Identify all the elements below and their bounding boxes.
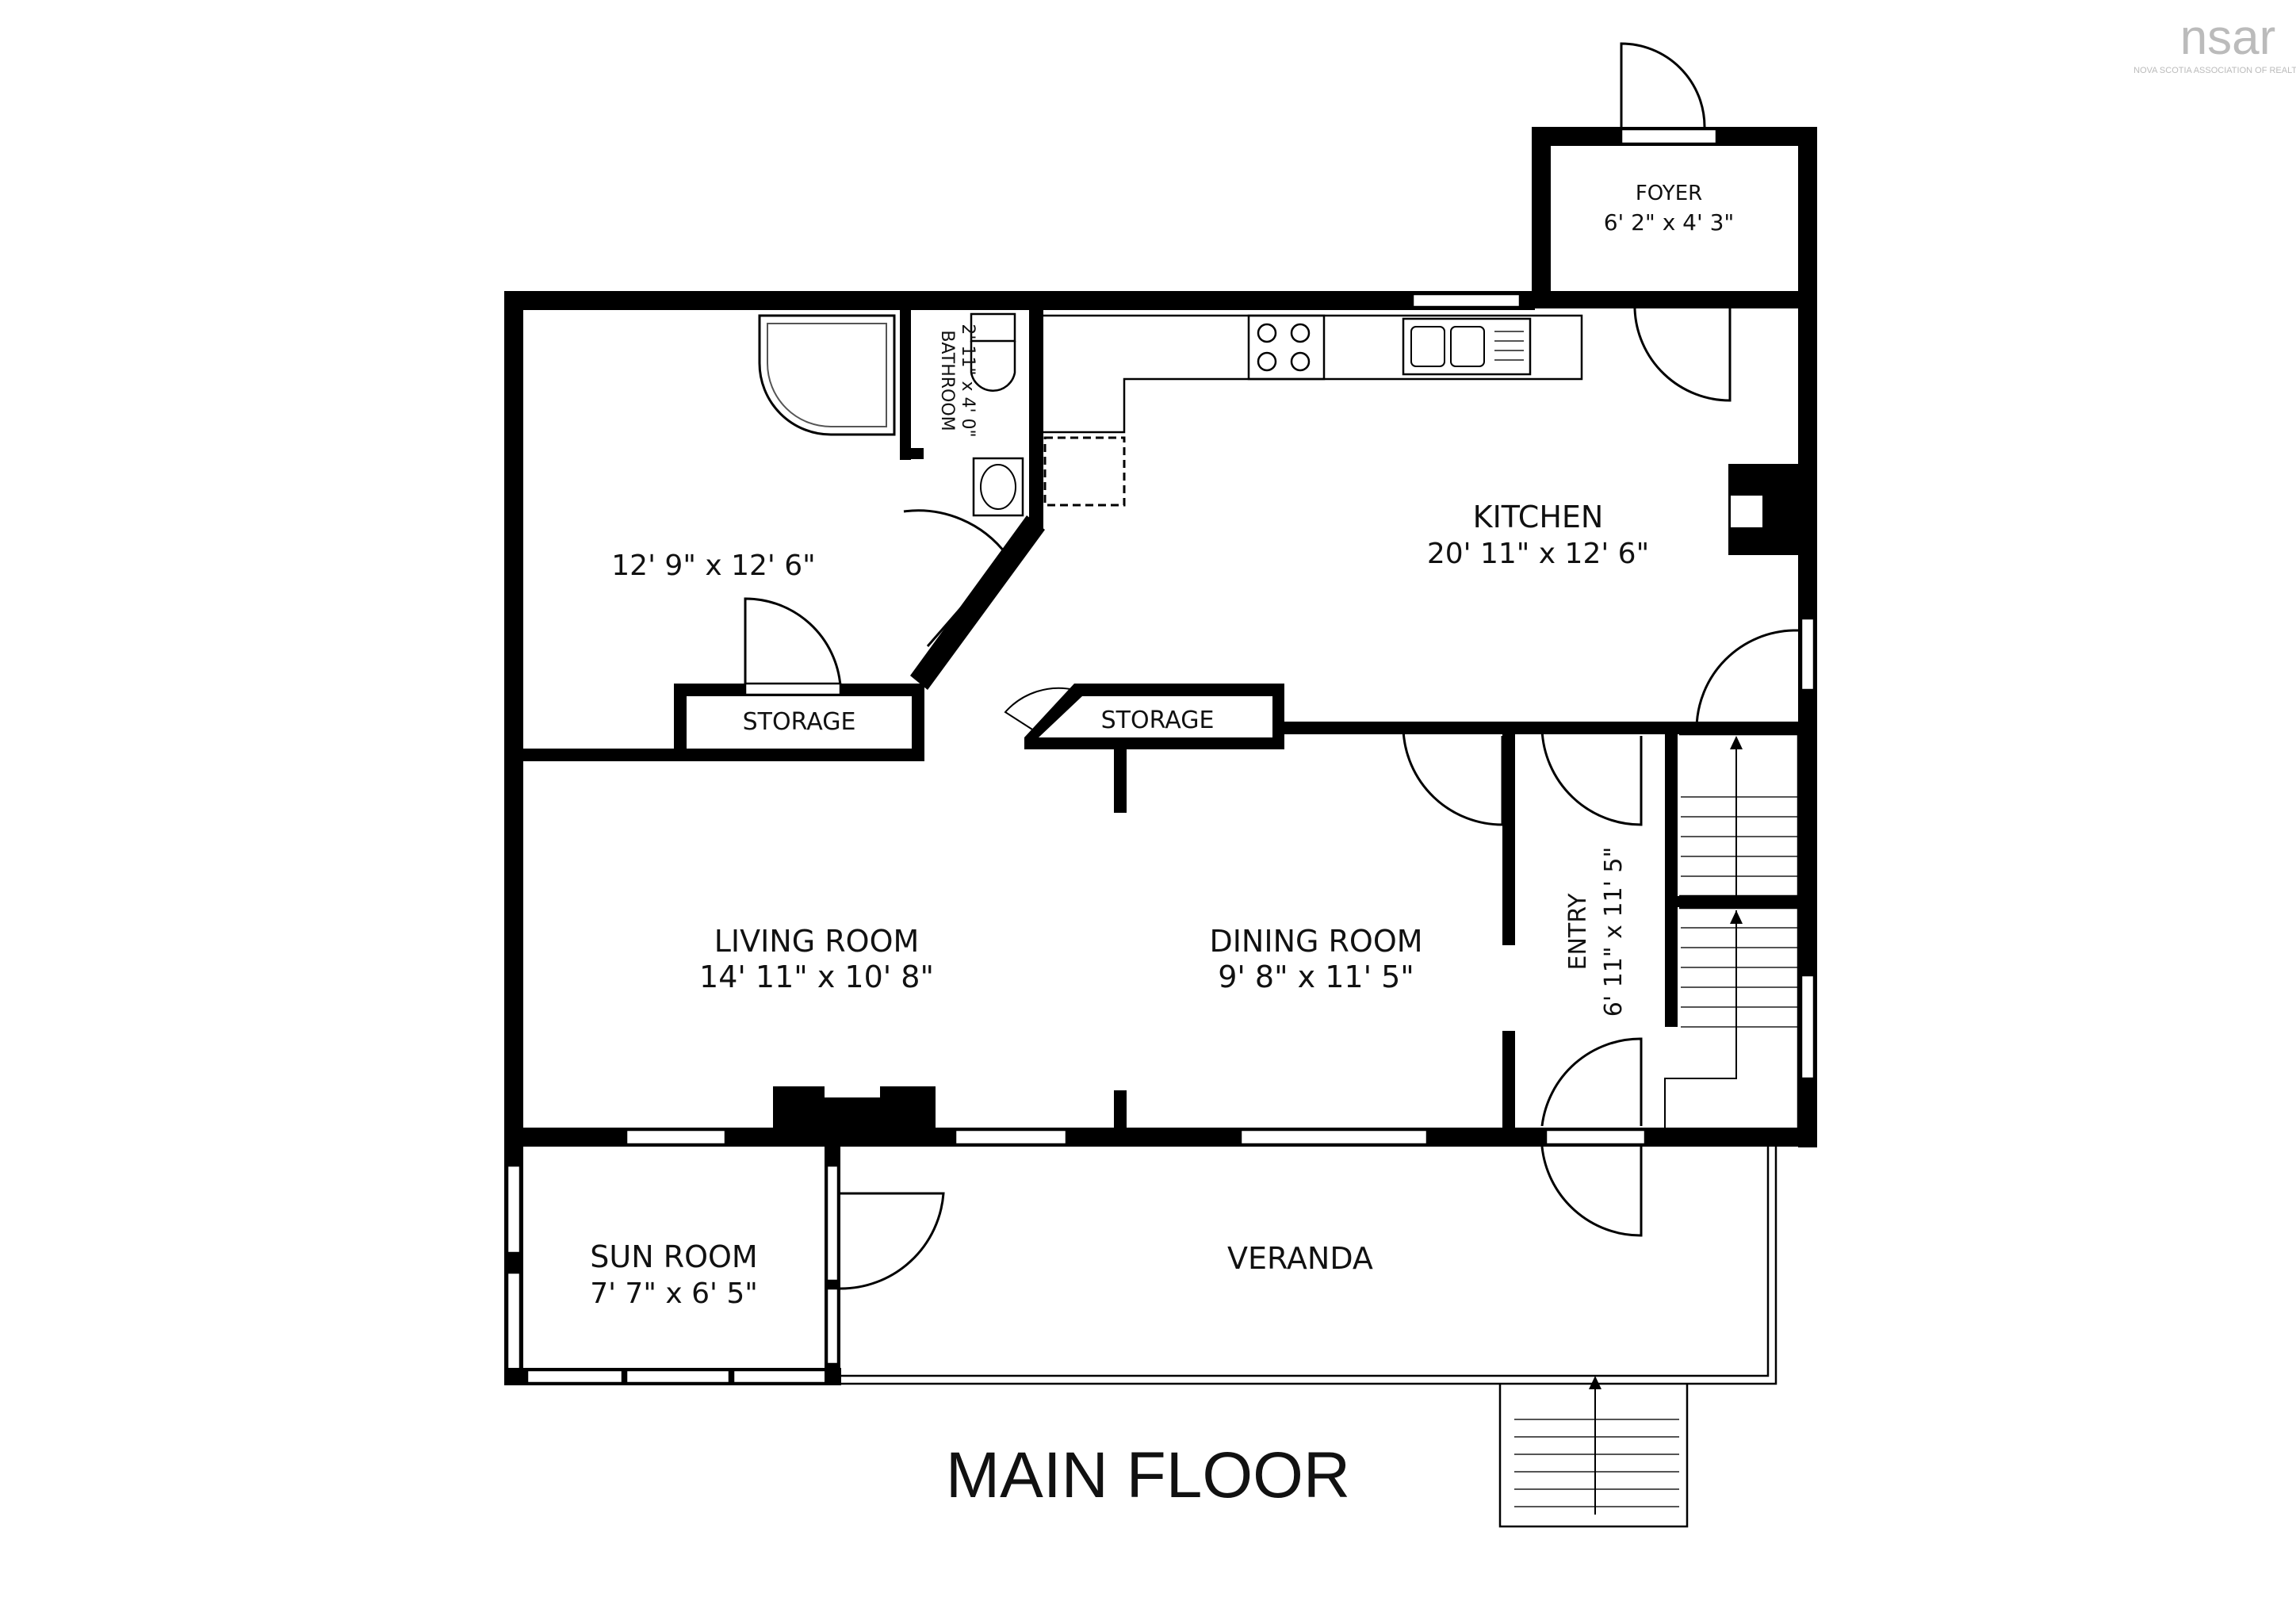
entry-door[interactable] — [1540, 729, 1643, 826]
living-room-label: LIVING ROOM — [714, 924, 920, 959]
bathroom-label: BATHROOM — [937, 330, 957, 431]
shower-stall — [758, 314, 896, 436]
kitchen-side-window — [1800, 617, 1816, 691]
sun-room-label: SUN ROOM — [590, 1239, 757, 1274]
bedroom-door[interactable] — [903, 509, 1008, 647]
dining-room-label: DINING ROOM — [1209, 924, 1422, 959]
nsar-logo: nsar NOVA SCOTIA ASSOCIATION OF REALTORS… — [2133, 10, 2296, 75]
storage-right-label: STORAGE — [1101, 707, 1215, 734]
entry-side-window — [1800, 974, 1816, 1080]
storage-left-label: STORAGE — [743, 708, 856, 736]
foyer: FOYER 6' 2" x 4' 3" — [1532, 42, 1817, 402]
veranda: VERANDA — [840, 1147, 1777, 1528]
veranda-door[interactable] — [1540, 1146, 1643, 1237]
kitchen-side-door[interactable] — [1695, 629, 1798, 729]
fridge — [1043, 436, 1126, 507]
kitchen-window — [1411, 293, 1521, 308]
bedroom-size: 12' 9" x 12' 6" — [611, 550, 815, 582]
exterior-walls — [504, 291, 1817, 1385]
stairs-lower — [1664, 906, 1800, 1128]
storage-left: STORAGE — [674, 682, 924, 761]
entry-size: 6' 11" x 11' 5" — [1600, 847, 1628, 1017]
foyer-entry-door[interactable] — [1620, 42, 1706, 128]
veranda-label: VERANDA — [1227, 1241, 1373, 1276]
foyer-size: 6' 2" x 4' 3" — [1604, 209, 1735, 236]
sun-room-size: 7' 7" x 6' 5" — [590, 1277, 758, 1310]
kitchen-sink — [1402, 317, 1532, 376]
foyer-label: FOYER — [1636, 182, 1702, 205]
sun-room-door[interactable] — [840, 1192, 945, 1290]
logo-mark: nsar — [2180, 10, 2276, 65]
bathroom-size: 2' 11" x 4' 0" — [958, 324, 978, 437]
kitchen-counter — [1043, 314, 1583, 434]
living-room-size: 14' 11" x 10' 8" — [699, 959, 934, 994]
entry-label: ENTRY — [1564, 893, 1592, 971]
foyer-inner-door[interactable] — [1633, 305, 1732, 402]
interior-walls — [1114, 722, 1816, 1147]
toilet — [970, 341, 1016, 392]
closet-door[interactable] — [744, 597, 842, 687]
bedroom: 12' 9" x 12' 6" — [504, 293, 1045, 761]
storage-right: STORAGE — [1004, 684, 1284, 813]
dining-door[interactable] — [1402, 729, 1504, 826]
bathroom-sink — [972, 457, 1024, 517]
kitchen-label: KITCHEN — [1473, 500, 1604, 534]
bathroom: BATHROOM 2' 11" x 4' 0" — [758, 301, 1024, 517]
stove — [1247, 314, 1326, 381]
entry-lower-door[interactable] — [1540, 1037, 1643, 1127]
veranda-steps — [1498, 1384, 1689, 1528]
kitchen: KITCHEN 20' 11" x 12' 6" — [1043, 314, 1798, 729]
kitchen-size: 20' 11" x 12' 6" — [1427, 538, 1649, 570]
stairs-upper — [1679, 733, 1800, 898]
floor-title: MAIN FLOOR — [946, 1439, 1350, 1511]
storage-right-door[interactable] — [1004, 687, 1075, 734]
logo-subtitle: NOVA SCOTIA ASSOCIATION OF REALTORS® — [2133, 66, 2296, 75]
dining-room-size: 9' 8" x 11' 5" — [1218, 959, 1414, 994]
foyer-door-threshold — [1620, 128, 1718, 145]
sun-room: SUN ROOM 7' 7" x 6' 5" — [504, 1147, 945, 1385]
